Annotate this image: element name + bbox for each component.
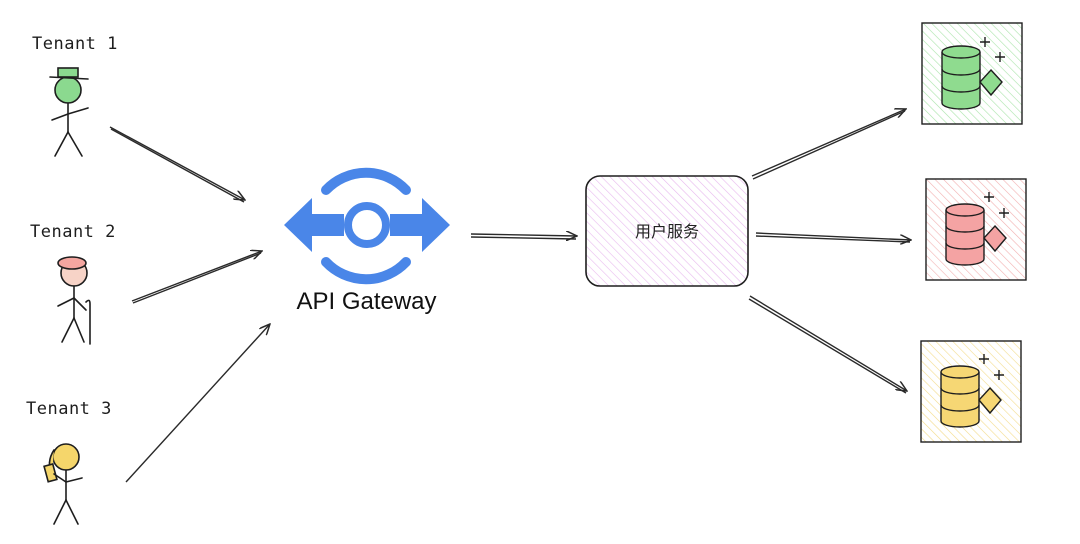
user-service-box (585, 175, 749, 287)
arrow-tenant2-to-gateway (131, 251, 262, 302)
arrow-tenant3-to-gateway (125, 324, 270, 483)
tenant-2-figure (57, 256, 91, 345)
database-box-yellow (920, 340, 1022, 443)
arrow-tenant1-to-gateway (109, 126, 245, 200)
tenant-1-label: Tenant 1 (32, 34, 118, 54)
arrow-service-to-db-red (755, 232, 911, 240)
arrow-service-to-db-yellow (749, 295, 907, 391)
user-service-label: 用户服务 (634, 222, 699, 241)
database-icon (940, 354, 1004, 428)
tenant-2-label: Tenant 2 (30, 222, 116, 242)
arrow-service-to-db-green (751, 109, 906, 177)
tenant-1-figure (49, 67, 89, 157)
tenant-3-label: Tenant 3 (26, 399, 112, 419)
database-icon (945, 192, 1009, 266)
database-icon (941, 37, 1005, 110)
arrow-gateway-to-service (470, 234, 577, 236)
arrows (109, 109, 911, 483)
tenant-3-figure (43, 443, 83, 525)
api-gateway-icon (284, 167, 450, 285)
database-box-red (925, 178, 1027, 281)
database-box-green (921, 22, 1023, 125)
api-gateway-label: API Gateway (296, 288, 437, 315)
